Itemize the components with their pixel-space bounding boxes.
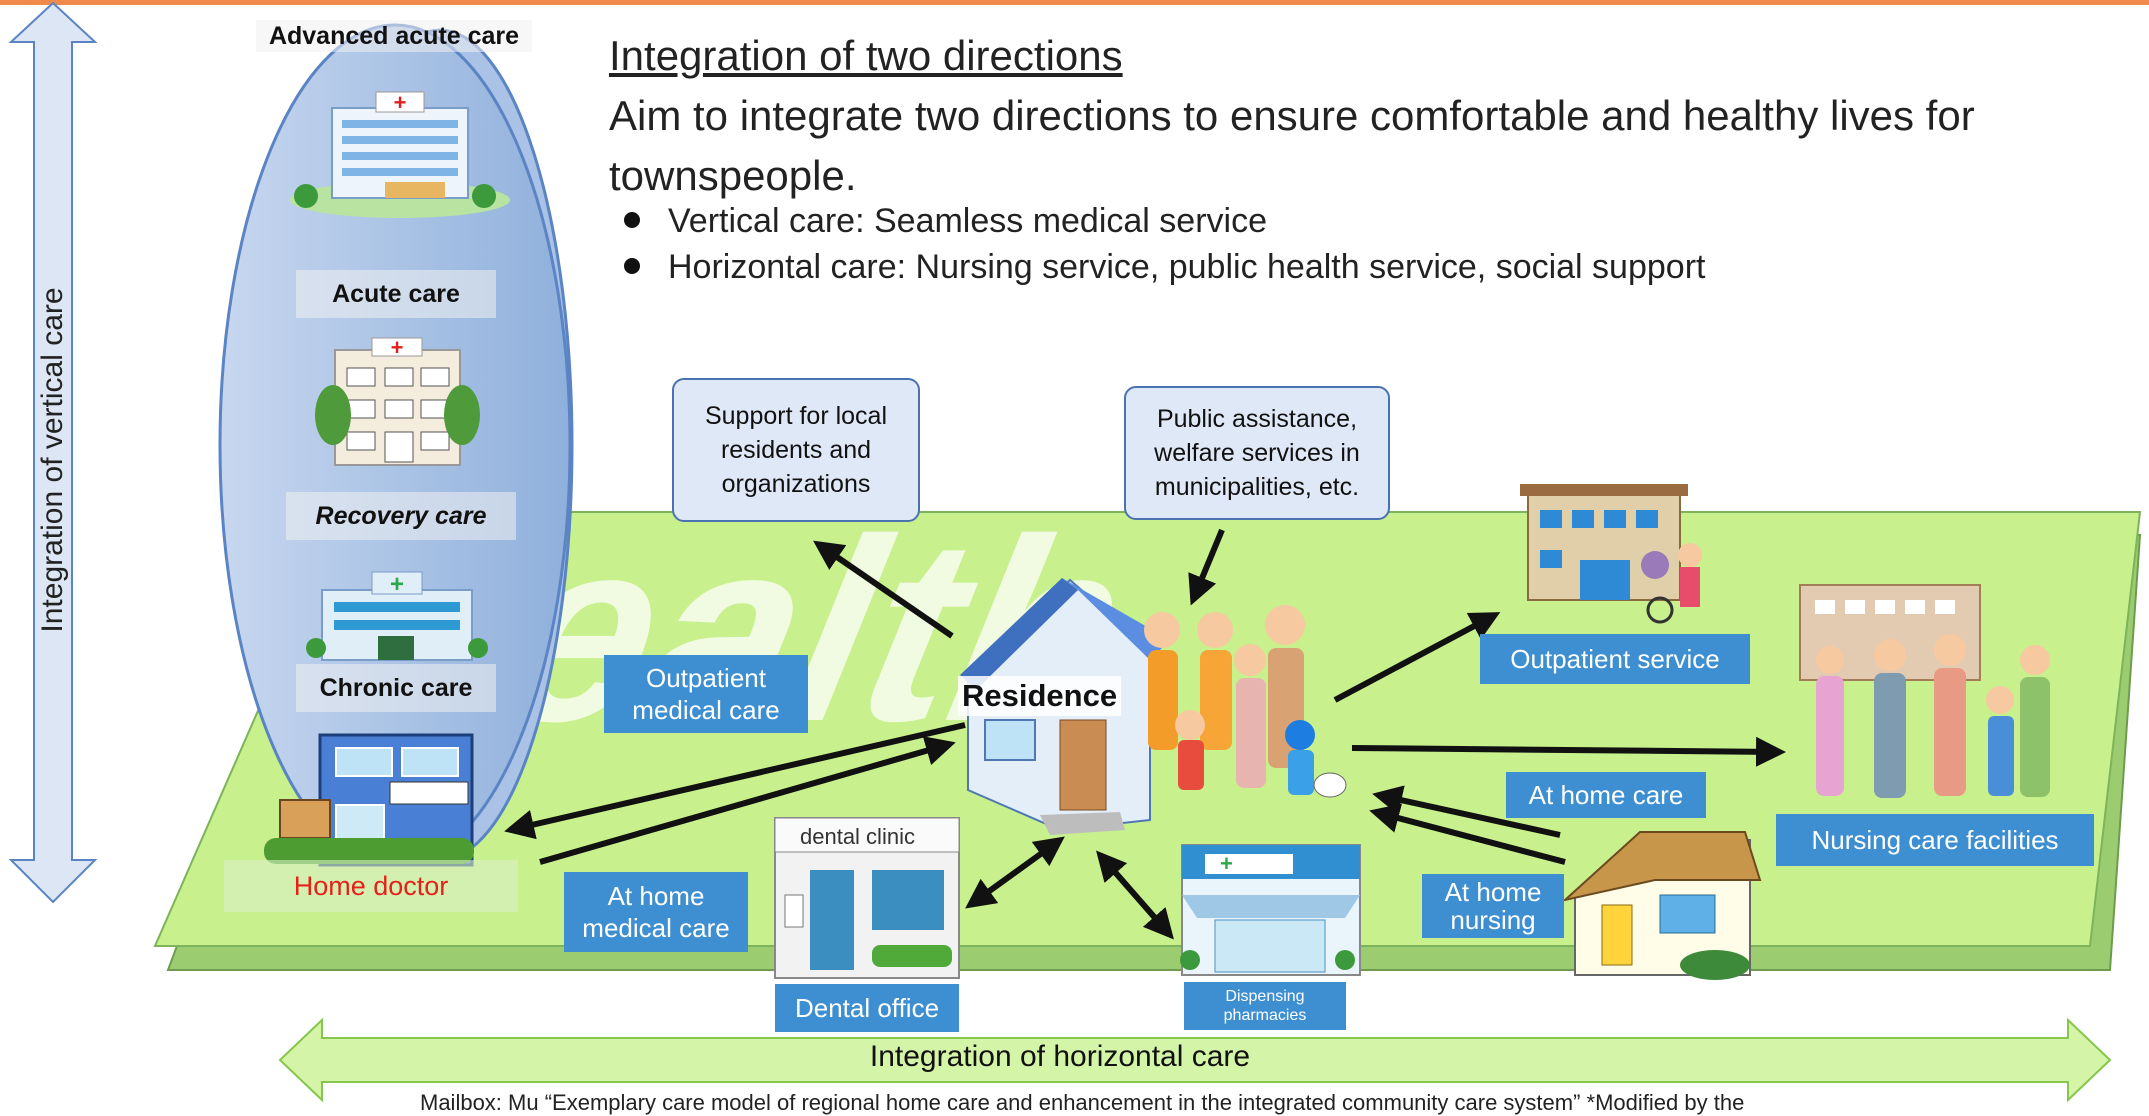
nursing-facility-group-icon — [1799, 584, 2050, 798]
care-level-chronic: Chronic care — [296, 664, 496, 712]
arrow-to-support — [813, 540, 954, 639]
vertical-care-label: Integration of vertical care — [36, 287, 69, 633]
residence-label: Residence — [958, 676, 1122, 716]
outpatient-service-label: Outpatient service — [1480, 634, 1750, 684]
chronic-hospital-icon: + — [306, 571, 488, 661]
pharmacy-building-icon: + — [1180, 844, 1361, 976]
support-callout: Support for local residents and organiza… — [672, 378, 920, 522]
arrow-to-nursing-facilities — [1351, 736, 1786, 767]
source-footnote: Mailbox: Mu “Exemplary care model of reg… — [420, 1090, 1745, 1115]
arrow-from-home-doctor — [539, 736, 956, 865]
svg-text:+: + — [394, 90, 407, 115]
family-illustration-icon — [1144, 605, 1347, 798]
arrow-to-home-doctor — [504, 722, 966, 840]
svg-text:+: + — [390, 571, 404, 598]
advanced-acute-hospital-icon: + — [290, 90, 510, 218]
care-level-recovery: Recovery care — [286, 492, 516, 540]
arrow-home-nursing — [1369, 803, 1566, 865]
at-home-medical-care-label: At home medical care — [564, 872, 748, 952]
top-accent-bar — [0, 0, 2149, 5]
dental-clinic-sign: dental clinic — [800, 824, 915, 849]
acute-hospital-icon: + — [315, 335, 480, 466]
vertical-care-arrow — [8, 1, 98, 904]
page-title: Integration of two directions — [609, 32, 1123, 79]
arrow-to-outpatient-service — [1333, 612, 1501, 703]
dispensing-pharmacies-label: Dispensing pharmacies — [1184, 982, 1346, 1030]
at-home-nursing-label: At home nursing — [1422, 874, 1564, 938]
svg-text:+: + — [391, 335, 404, 360]
svg-text:+: + — [1220, 851, 1233, 876]
care-level-acute: Acute care — [296, 270, 496, 318]
dental-office-label: Dental office — [775, 984, 959, 1032]
outpatient-medical-care-label: Outpatient medical care — [604, 655, 808, 733]
arrow-from-public — [1188, 528, 1225, 606]
horizontal-care-arrow — [278, 1017, 2112, 1103]
bullet-vertical-care: Vertical care: Seamless medical service — [624, 202, 1267, 241]
bullet-dot-icon — [624, 212, 640, 229]
at-home-care-label: At home care — [1506, 772, 1706, 818]
bullet-horizontal-care: Horizontal care: Nursing service, public… — [624, 248, 1705, 287]
aim-statement: Aim to integrate two directions to ensur… — [609, 92, 1975, 199]
arrow-home-care — [1372, 785, 1561, 838]
arrow-pharmacy — [1096, 850, 1174, 940]
home-care-house-icon — [1561, 831, 1762, 980]
arrow-dental — [965, 836, 1065, 909]
horizontal-care-label: Integration of horizontal care — [869, 1040, 1251, 1073]
home-doctor-label: Home doctor — [224, 860, 518, 912]
care-level-advanced-acute: Advanced acute care — [256, 20, 532, 52]
dental-clinic-building-icon — [774, 817, 960, 979]
bullet-dot-icon — [624, 258, 640, 275]
home-doctor-clinic-icon — [264, 733, 474, 867]
nursing-care-facilities-label: Nursing care facilities — [1776, 814, 2094, 866]
outpatient-service-building-icon — [1520, 484, 1702, 624]
public-assistance-callout: Public assistance, welfare services in m… — [1124, 386, 1390, 520]
